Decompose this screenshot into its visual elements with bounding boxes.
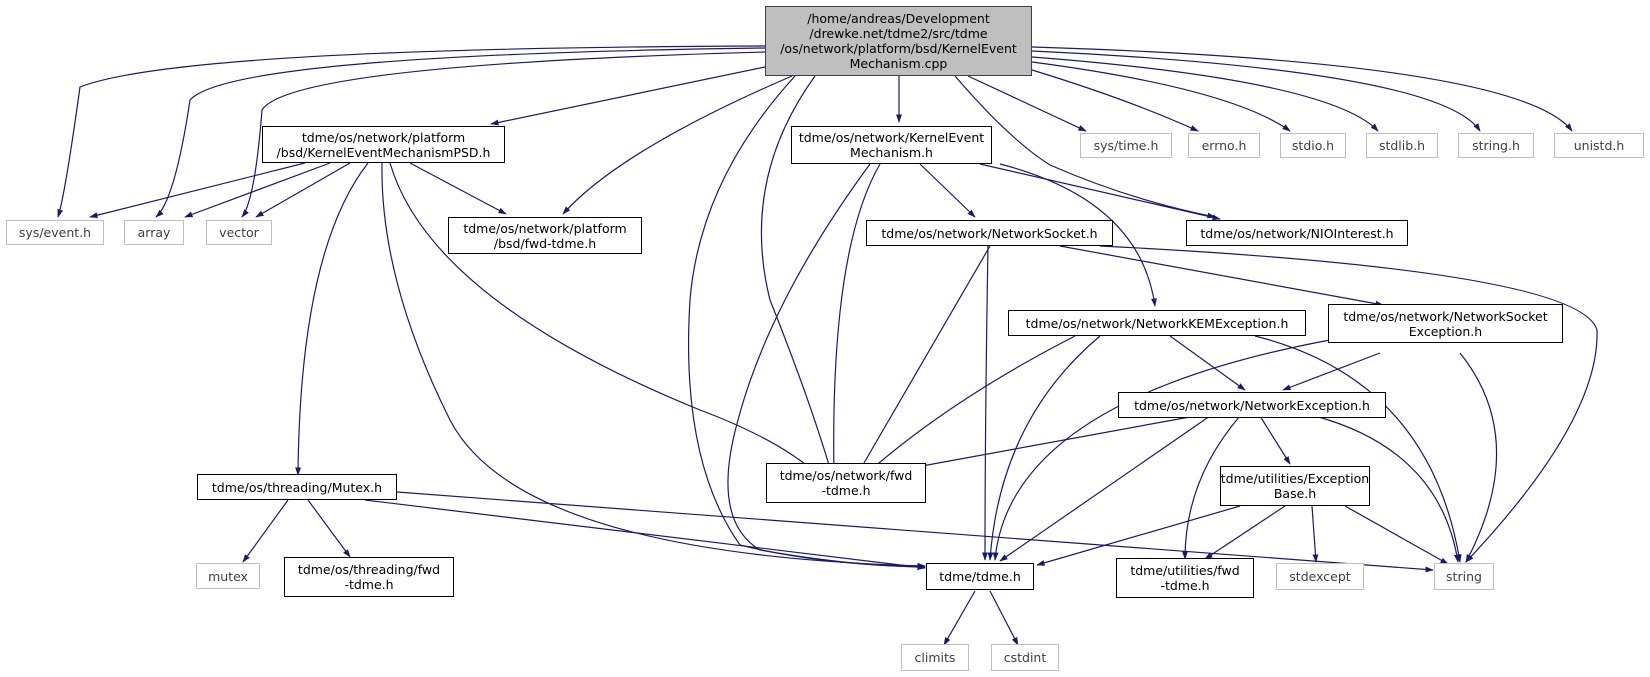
edge-root-netfwd bbox=[760, 75, 833, 476]
edge-root-unistd bbox=[1031, 46, 1573, 132]
edge-psd-bsdfwd bbox=[409, 162, 507, 215]
edge-kemexc-netfwd bbox=[864, 335, 1076, 476]
node-unistd-h[interactable]: unistd.h bbox=[1554, 133, 1644, 158]
node-string[interactable]: string bbox=[1434, 563, 1494, 590]
edge-tdme-climits bbox=[943, 590, 976, 646]
edge-psd-tdme bbox=[381, 162, 926, 569]
node-network-socket-h[interactable]: tdme/os/network/NetworkSocket.h bbox=[866, 220, 1113, 246]
edge-root-stringh bbox=[1031, 50, 1481, 132]
edge-netsock-netfwd bbox=[856, 245, 991, 476]
edge-psd-array bbox=[184, 162, 331, 218]
edge-excbase-string bbox=[1344, 505, 1449, 565]
edge-mutexh-thrfwd bbox=[307, 499, 351, 558]
edge-kemexc-netexc bbox=[1169, 335, 1246, 391]
node-network-exception-h[interactable]: tdme/os/network/NetworkException.h bbox=[1118, 392, 1386, 418]
edge-netexc-tdme bbox=[999, 415, 1211, 562]
edge-tdme-cstdint bbox=[989, 590, 1019, 646]
edge-root-systime bbox=[967, 75, 1087, 132]
edge-root-vector bbox=[241, 51, 766, 218]
edge-root-psd bbox=[490, 66, 766, 126]
node-stdio-h[interactable]: stdio.h bbox=[1280, 133, 1346, 158]
edge-mutexh-mutex bbox=[242, 499, 289, 563]
edge-root-stdlib bbox=[1031, 56, 1379, 132]
edge-psd-netfwd bbox=[389, 162, 819, 476]
node-network-socket-exception-h[interactable]: tdme/os/network/NetworkSocket Exception.… bbox=[1328, 304, 1563, 343]
edge-kem-nio bbox=[979, 163, 1221, 221]
edge-netsock-sockexc bbox=[1059, 245, 1384, 307]
node-network-kem-exception-h[interactable]: tdme/os/network/NetworkKEMException.h bbox=[1008, 310, 1306, 336]
edge-root-stdio bbox=[1031, 61, 1291, 132]
node-array[interactable]: array bbox=[124, 220, 184, 245]
node-kernel-event-mechanism-h[interactable]: tdme/os/network/KernelEvent Mechanism.h bbox=[791, 126, 992, 164]
node-errno-h[interactable]: errno.h bbox=[1188, 133, 1260, 158]
edge-root-nio bbox=[954, 75, 1216, 219]
edge-kem-kemexc bbox=[999, 163, 1157, 307]
node-sys-time-h[interactable]: sys/time.h bbox=[1080, 133, 1172, 158]
node-string-h[interactable]: string.h bbox=[1458, 133, 1534, 158]
edge-sockexc-string bbox=[1459, 352, 1498, 563]
edge-root-bsdfwd bbox=[562, 75, 793, 215]
edge-netexc-excbase bbox=[1259, 415, 1291, 465]
node-exception-base-h[interactable]: tdme/utilities/Exception Base.h bbox=[1220, 466, 1370, 506]
node-mutex[interactable]: mutex bbox=[196, 563, 260, 589]
node-stdlib-h[interactable]: stdlib.h bbox=[1366, 133, 1438, 158]
node-mutex-h[interactable]: tdme/os/threading/Mutex.h bbox=[197, 474, 397, 500]
edge-kemexc-tdme bbox=[987, 335, 1101, 561]
node-stdexcept[interactable]: stdexcept bbox=[1276, 563, 1364, 590]
node-tdme-h[interactable]: tdme/tdme.h bbox=[926, 563, 1034, 590]
node-utilities-fwd-tdme-h[interactable]: tdme/utilities/fwd -tdme.h bbox=[1116, 558, 1254, 598]
node-kernel-event-mechanism-psd-h[interactable]: tdme/os/network/platform /bsd/KernelEven… bbox=[262, 126, 505, 163]
edge-excbase-tdme bbox=[1036, 505, 1241, 566]
edge-netexc-utilfwd bbox=[1182, 415, 1241, 560]
node-climits[interactable]: climits bbox=[901, 644, 969, 671]
edge-sockexc-tdme bbox=[992, 339, 1331, 561]
edge-root-errno bbox=[1031, 69, 1199, 132]
edge-mutexh-tdme bbox=[364, 499, 926, 571]
edge-netexc-string bbox=[1314, 415, 1460, 563]
edge-kem-netsock bbox=[919, 163, 976, 218]
node-network-fwd-tdme-h[interactable]: tdme/os/network/fwd -tdme.h bbox=[766, 463, 926, 503]
edge-netexc-netfwd bbox=[899, 415, 1196, 472]
edge-kemexc-string bbox=[1254, 335, 1462, 563]
node-kernel-event-mechanism-cpp[interactable]: /home/andreas/Development /drewke.net/td… bbox=[765, 6, 1032, 76]
edge-psd-mutex bbox=[295, 162, 369, 476]
edge-excbase-utilfwd bbox=[1204, 505, 1286, 560]
edge-kem-netfwd bbox=[830, 163, 881, 476]
node-nio-interest-h[interactable]: tdme/os/network/NIOInterest.h bbox=[1186, 220, 1408, 246]
edge-psd-vector bbox=[255, 162, 351, 218]
edge-excbase-stdexcept bbox=[1311, 505, 1319, 563]
edge-netsock-string bbox=[1099, 245, 1598, 563]
node-bsd-fwd-tdme-h[interactable]: tdme/os/network/platform /bsd/fwd-tdme.h bbox=[448, 217, 642, 254]
node-vector[interactable]: vector bbox=[206, 220, 272, 245]
edge-mutexh-string bbox=[396, 491, 1434, 573]
node-threading-fwd-tdme-h[interactable]: tdme/os/threading/fwd -tdme.h bbox=[284, 557, 454, 597]
edge-root-array bbox=[155, 47, 766, 218]
edge-sockexc-netexc bbox=[1282, 352, 1381, 391]
edge-root-sysevent bbox=[57, 45, 766, 218]
node-cstdint[interactable]: cstdint bbox=[991, 644, 1059, 671]
edge-psd-sysevent bbox=[89, 162, 306, 219]
edge-kem-tdme bbox=[727, 163, 926, 570]
node-sys-event-h[interactable]: sys/event.h bbox=[6, 220, 104, 245]
edge-netsock-tdme bbox=[982, 245, 989, 561]
